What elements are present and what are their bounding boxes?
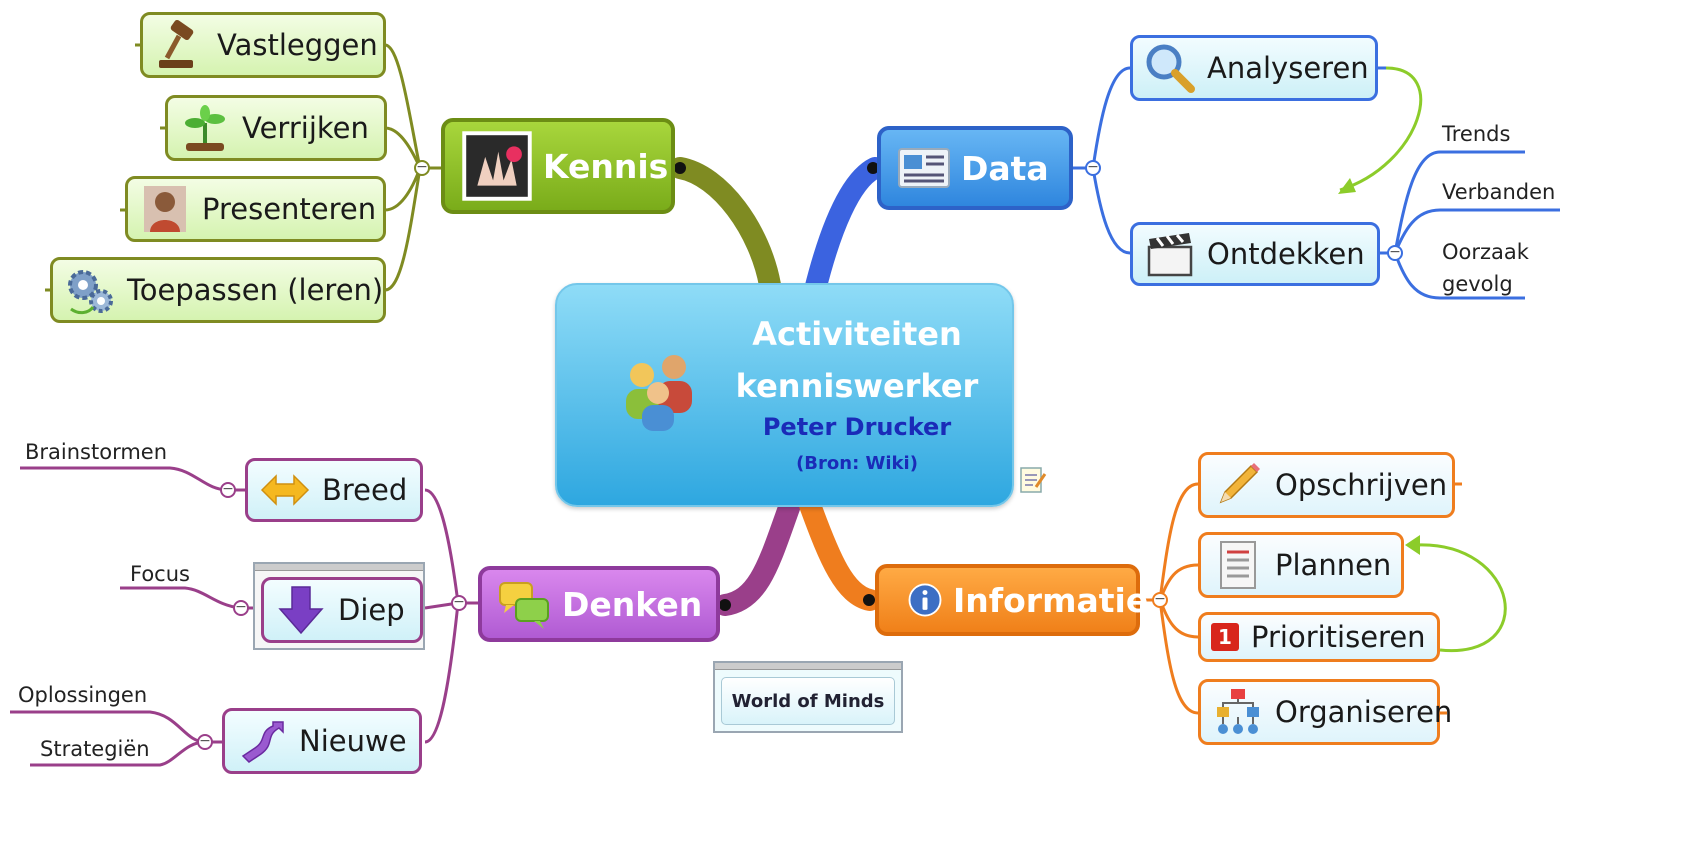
topic-nieuwe[interactable]: Nieuwe [222, 708, 422, 774]
topic-organiseren-label: Organiseren [1275, 695, 1453, 729]
topic-verrijken-label: Verrijken [242, 111, 369, 145]
people-icon [626, 355, 692, 431]
pencil-icon [1219, 463, 1260, 504]
frame-titlebar [715, 663, 901, 670]
central-topic[interactable]: Activiteiten kenniswerker Peter Drucker … [555, 283, 1014, 507]
topic-organiseren[interactable]: Organiseren [1198, 679, 1452, 745]
topic-diep-label: Diep [338, 593, 405, 627]
topic-denken-label: Denken [562, 584, 703, 624]
collapse-toggle-data[interactable]: − [1085, 160, 1101, 176]
topic-plannen[interactable]: Plannen [1198, 532, 1404, 598]
note-icon[interactable] [1018, 465, 1048, 495]
topic-diep[interactable]: Diep [261, 577, 423, 643]
plant-icon [185, 105, 225, 151]
priority-badge-number: 1 [1218, 625, 1232, 649]
magnifier-icon [1146, 44, 1195, 93]
checklist-icon [1220, 541, 1256, 589]
clapperboard-icon [1147, 233, 1193, 277]
topic-brainstormen[interactable]: Brainstormen [25, 440, 168, 464]
relation-arrowhead [1405, 535, 1420, 555]
topic-verrijken[interactable]: Verrijken [165, 95, 387, 161]
topic-oorzaak-gevolg[interactable]: Oorzaak gevolg [1442, 240, 1529, 296]
connector-kennis [669, 157, 781, 296]
topic-kennis-label: Kennis [543, 146, 669, 186]
down-arrow-icon [278, 586, 324, 635]
topic-vastleggen-label: Vastleggen [217, 28, 378, 62]
topic-presenteren[interactable]: Presenteren [125, 176, 386, 242]
collapse-toggle-informatie[interactable]: − [1152, 592, 1168, 608]
topic-breed-label: Breed [322, 473, 408, 507]
relation-arrowhead [1338, 178, 1356, 194]
world-of-minds-label: World of Minds [721, 677, 895, 725]
topic-focus[interactable]: Focus [130, 562, 190, 586]
gavel-icon [159, 19, 194, 68]
topic-data[interactable]: Data [877, 126, 1073, 210]
collapse-toggle-kennis[interactable]: − [414, 160, 430, 176]
gears-icon [68, 270, 113, 315]
connector-dot [674, 162, 686, 174]
connector-denken [714, 494, 801, 616]
central-title-line1: Activiteiten [752, 315, 962, 353]
topic-verbanden[interactable]: Verbanden [1442, 180, 1556, 204]
relation-arrow [1414, 543, 1507, 653]
newspaper-icon [898, 148, 950, 188]
topic-toepassen-label: Toepassen (leren) [127, 273, 384, 307]
info-icon [908, 583, 942, 617]
topic-informatie-label: Informatie [953, 580, 1149, 620]
topic-ontdekken-label: Ontdekken [1207, 237, 1365, 271]
topic-analyseren[interactable]: Analyseren [1130, 35, 1378, 101]
flowchart-icon [1217, 689, 1259, 734]
topic-presenteren-label: Presenteren [202, 192, 377, 226]
double-arrow-icon [260, 474, 310, 506]
collapse-toggle-breed[interactable]: − [220, 482, 236, 498]
priority-icon: 1 [1211, 623, 1239, 651]
topic-opschrijven-label: Opschrijven [1275, 468, 1448, 502]
collapse-toggle-diep[interactable]: − [233, 600, 249, 616]
topic-nieuwe-label: Nieuwe [299, 724, 407, 758]
hand-photo-icon [462, 131, 532, 201]
topic-strategien[interactable]: Strategiën [40, 737, 150, 761]
central-author: Peter Drucker [762, 413, 952, 441]
topic-ontdekken[interactable]: Ontdekken [1130, 222, 1380, 286]
topic-denken[interactable]: Denken [478, 566, 720, 642]
topic-vastleggen[interactable]: Vastleggen [140, 12, 386, 78]
central-source: (Bron: Wiki) [796, 453, 918, 474]
topic-prioritiseren-label: Prioritiseren [1251, 620, 1426, 654]
topic-prioritiseren[interactable]: 1 Prioritiseren [1198, 612, 1440, 662]
connector-informatie [799, 494, 881, 611]
topic-data-label: Data [961, 148, 1049, 188]
world-of-minds-callout[interactable]: World of Minds [713, 661, 903, 733]
topic-plannen-label: Plannen [1275, 548, 1392, 582]
topic-opschrijven[interactable]: Opschrijven [1198, 452, 1455, 518]
relation-arrow [1339, 66, 1423, 192]
connector-data [804, 157, 886, 301]
topic-analyseren-label: Analyseren [1207, 51, 1369, 85]
frame-titlebar [255, 564, 423, 571]
topic-informatie[interactable]: Informatie [875, 564, 1148, 636]
central-title-line2: kenniswerker [735, 367, 979, 405]
topic-trends[interactable]: Trends [1442, 122, 1511, 146]
topic-breed[interactable]: Breed [245, 458, 423, 522]
connector-dot [867, 162, 879, 174]
collapse-toggle-ontdekken[interactable]: − [1387, 245, 1403, 261]
connector-dot [719, 599, 731, 611]
connector-dot [863, 594, 875, 606]
s-arrow-icon [241, 721, 284, 763]
presenter-icon [144, 186, 186, 232]
topic-kennis[interactable]: Kennis [441, 118, 675, 214]
collapse-toggle-nieuwe[interactable]: − [197, 734, 213, 750]
collapse-toggle-denken[interactable]: − [451, 595, 467, 611]
chat-bubbles-icon [499, 582, 549, 629]
topic-toepassen[interactable]: Toepassen (leren) [50, 257, 386, 323]
topic-oplossingen[interactable]: Oplossingen [18, 683, 148, 707]
